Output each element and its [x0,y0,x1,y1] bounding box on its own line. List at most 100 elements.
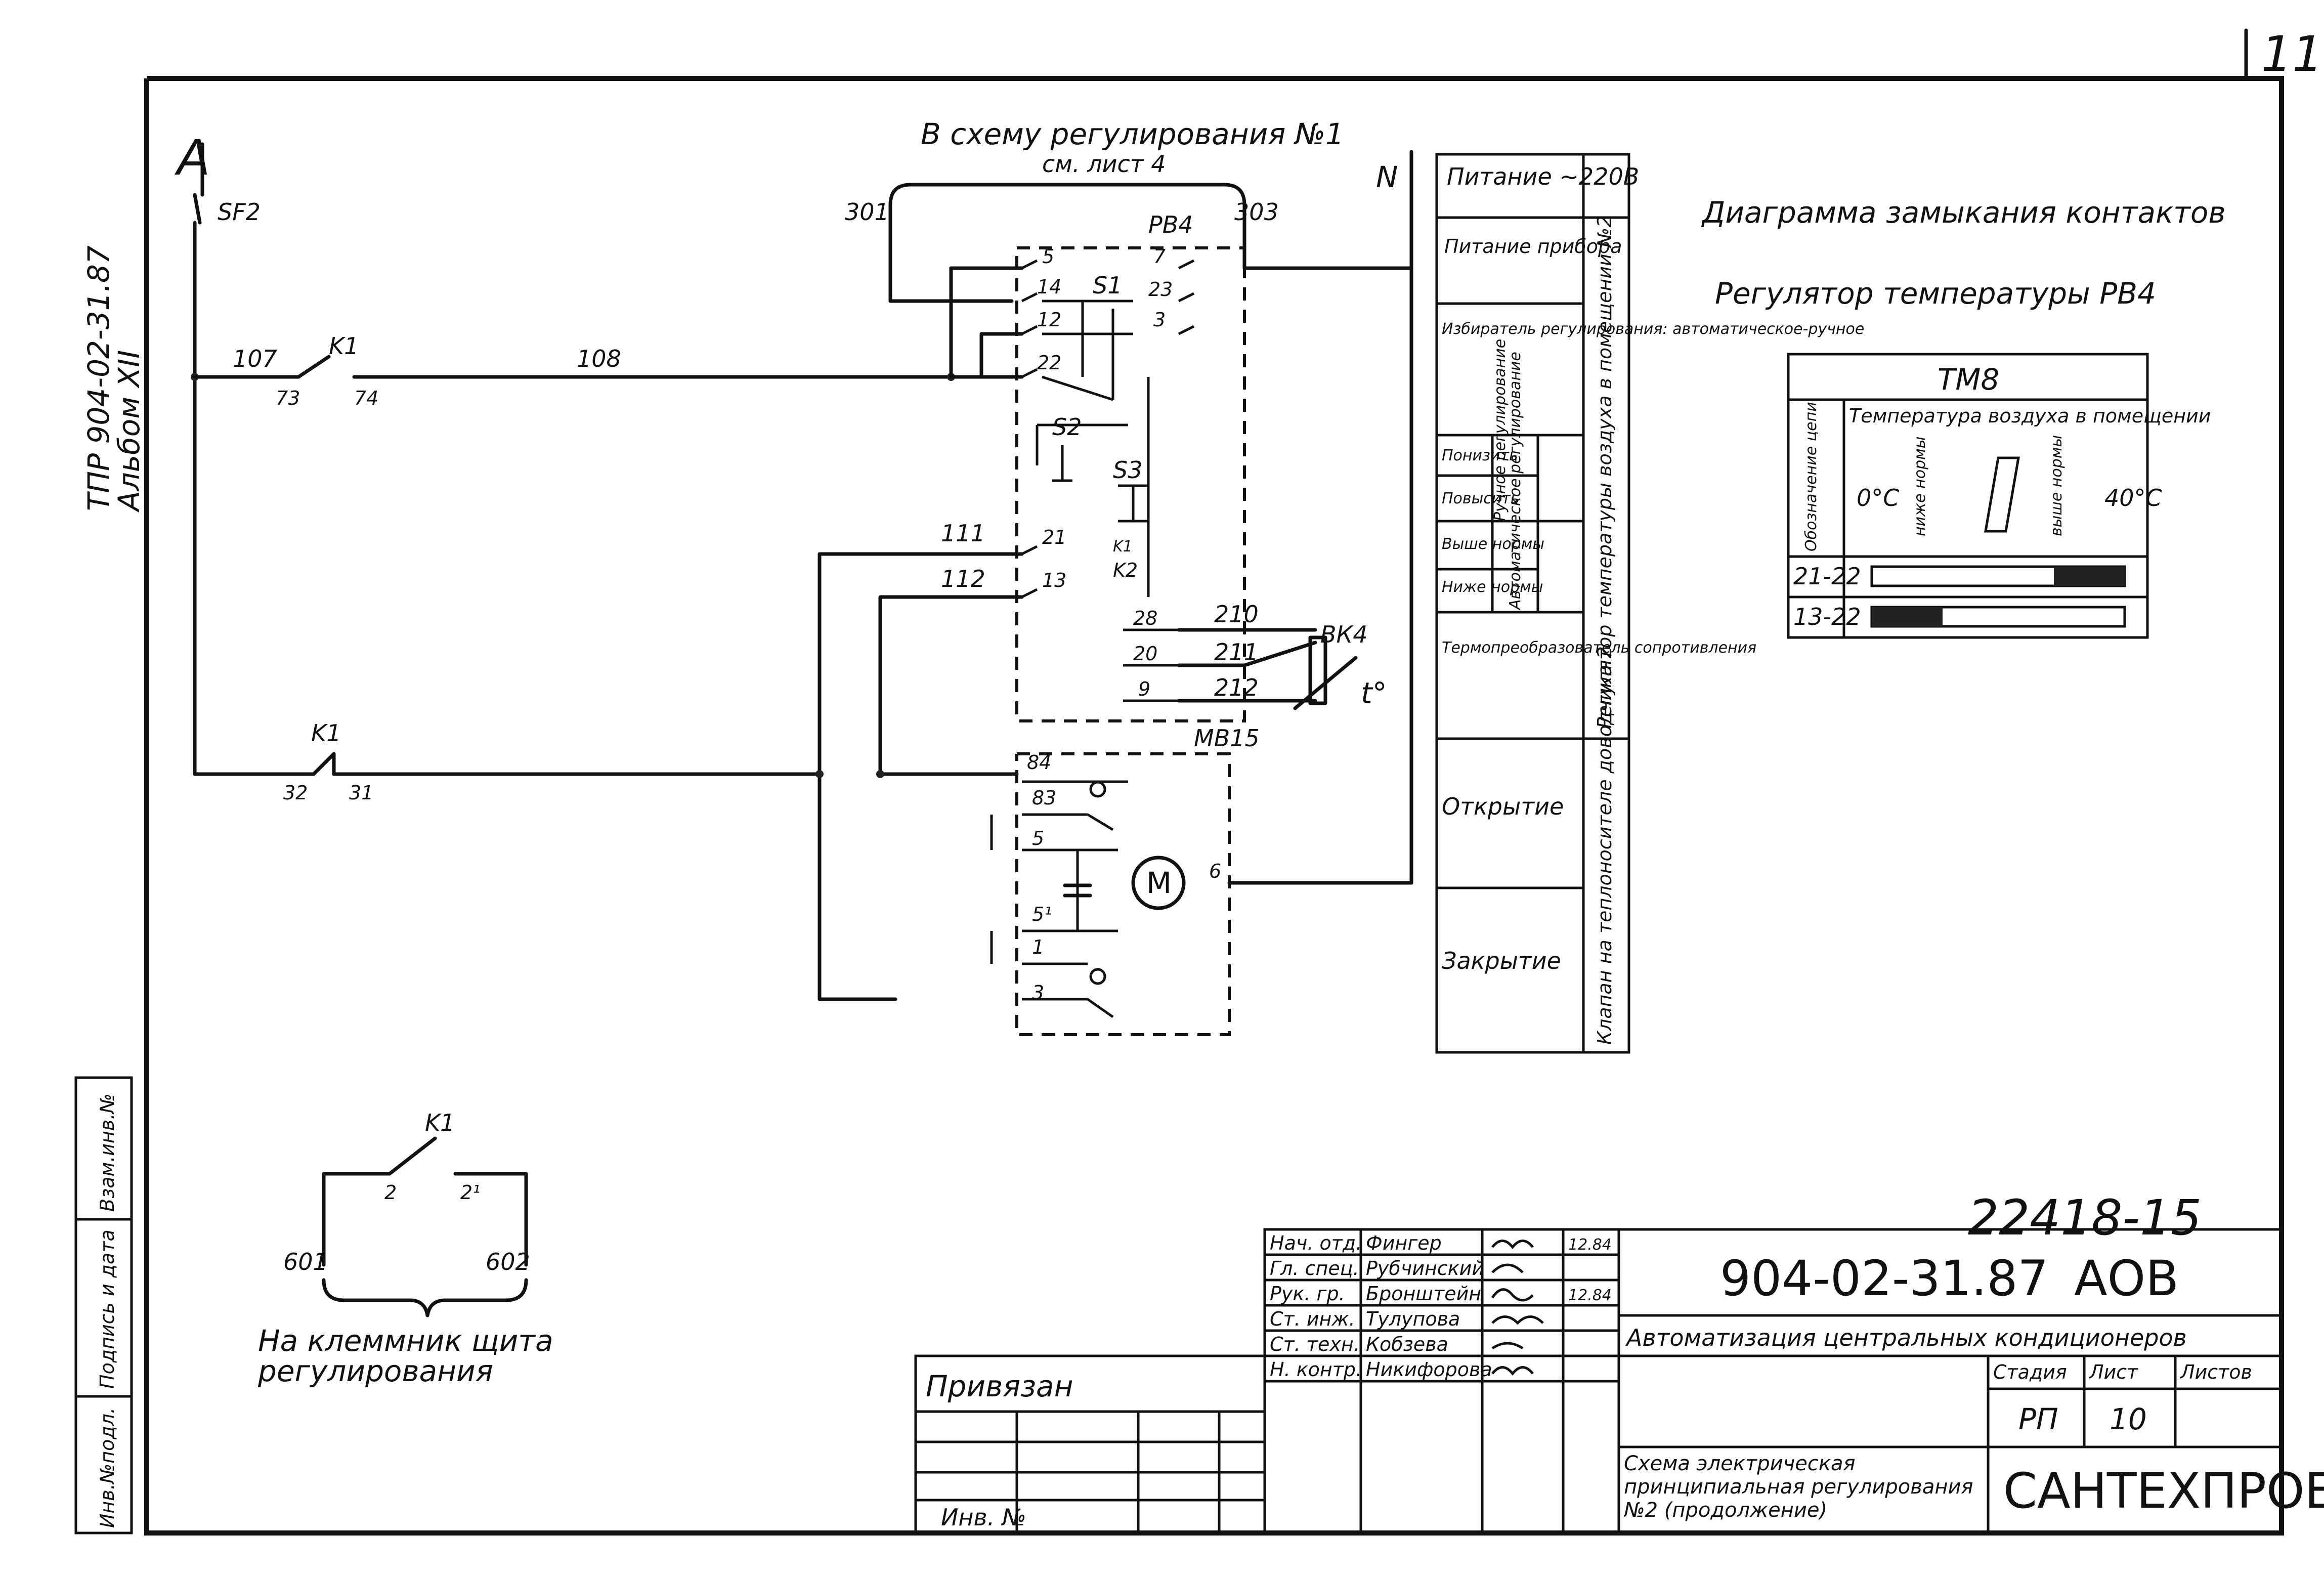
switch-s1-contacts [1042,300,1133,401]
signer-4-name: Тулупова [1366,1308,1460,1330]
legend-row-above: Выше нормы [1442,535,1544,553]
stamp-signature-date: Подпись и дата [96,1229,118,1389]
relay-k1-label-3: K1 [425,1109,455,1136]
margin-album: Альбом XII [112,350,146,513]
relay-k1-label-2: K1 [311,719,341,747]
stage-header: Стадия [1993,1361,2067,1383]
breaker-sf2-contact [193,193,202,225]
wire-number-211: 211 [1214,638,1259,666]
wire-number-602: 602 [486,1248,530,1275]
wire-number-301: 301 [845,198,889,226]
stamp-inv-replace: Взам.инв.№ [96,1093,118,1212]
legend-table: Питание ~220В Питание прибора Избиратель… [1435,153,1864,1054]
bound-label: Привязан [926,1369,1073,1403]
regulator-right-terminals: 7 23 3 [1148,245,1413,335]
margin-doc-code: ТПР 904-02-31.87 [81,245,116,511]
motor [1131,856,1186,910]
relay-k1-contact-nc [312,752,336,776]
terminal-6: 84 [1027,751,1051,774]
wire-number-107: 107 [233,345,277,372]
chain-row-1-label: 21-22 [1793,563,1861,590]
sheet-value: 10 [2110,1402,2147,1436]
relay-k1-label: K1 [329,332,359,360]
contact-table [1787,353,2149,639]
legend-row-open: Открытие [1442,793,1564,820]
legend-row-selector: Избиратель регулирования: автоматическое… [1442,320,1864,338]
terminal-13: 13 [1042,569,1066,591]
inv-no-label: Инв. № [941,1504,1026,1531]
switch-s3-label: S3 [1113,456,1142,484]
actuator-mb15-box [1015,752,1231,1036]
legend-row-device-power: Питание прибора [1444,235,1622,258]
legend-row-power: Питание ~220В [1447,163,1639,190]
relay-k2-contact-label: K2 [1113,559,1138,581]
signer-6-name: Никифорова [1366,1358,1492,1381]
signer-1-name: Фингер [1366,1232,1442,1254]
relay-k1-contact-aux [388,1136,437,1176]
scale-below: ниже нормы [1911,437,1929,536]
terminal-brace [322,1278,528,1317]
terminal-84: 2 [384,1181,397,1204]
signatures [1491,1240,1544,1376]
signer-5-role: Ст. техн. [1270,1333,1360,1355]
title-block: 22418-15 Привязан Инв. № Нач. отд. Финге… [914,1189,2324,1535]
signer-2-name: Рубчинский [1366,1257,1484,1280]
contact-diagram: Диаграмма замыкания контактов Регулятор … [1701,195,2226,639]
legend-group-valve: Клапан на теплоносителе доводчика 2 [1594,646,1616,1045]
title-brace [888,183,1246,207]
terminal-83: 2¹ [460,1181,480,1204]
legend-sub-auto: Автоматическое регулирование [1507,352,1524,611]
terminal-2-1: 1 [1032,936,1044,958]
stamp-inv-podl: Инв.№подл. [96,1408,118,1528]
legend-group-regulator: Регулятор температуры воздуха в помещени… [1594,216,1616,729]
scale-above: выше нормы [2048,435,2065,536]
doc-code: 904-02-31.87 [1720,1250,2049,1307]
switch-s2 [1036,423,1128,482]
legend-sub-manual: Ручное регулирование [1491,339,1509,521]
sheet-title-box: Схема электрическая принципиальная регул… [1624,1452,1973,1522]
regulator-left-terminals: 5 14 12 22 [949,245,1061,379]
motor-symbol: M [1146,866,1172,900]
sheets-header: Листов [2179,1361,2252,1383]
sensor-label: ВК4 [1320,621,1367,648]
breaker-label: SF2 [218,198,261,226]
wire-number-108: 108 [577,345,621,372]
signer-3-role: Рук. гр. [1270,1283,1345,1305]
archive-number: 22418-15 [1968,1189,2202,1246]
chain-row-1-closed-bar [2054,567,2125,586]
scale-min: 0°C [1857,484,1899,512]
legend-row-close: Закрытие [1442,947,1561,974]
page-number: 11 [2261,26,2323,82]
terminal-28: 28 [1133,607,1157,629]
sensor-resistor [1308,635,1327,705]
sensor-arrow [1293,656,1358,710]
contact-device: ТМ8 [1938,362,1999,397]
signer-3-date: 12.84 [1568,1287,1612,1304]
sheet-title: Схема электрическая принципиальная регул… [1624,1452,1973,1522]
chain-row-2-label: 13-22 [1793,603,1861,630]
contact-diagram-subtitle: Регулятор температуры РВ4 [1715,276,2156,311]
signer-1-date: 12.84 [1568,1236,1612,1254]
signer-4-role: Ст. инж. [1270,1308,1355,1330]
legend-row-raise: Повысить [1442,490,1519,507]
wire-601 [322,1172,392,1267]
chain-row-2-closed-bar [1872,607,1943,626]
terminal-22: 22 [1037,352,1061,374]
actuator-limit-switches [990,780,1128,1018]
switch-s3 [1118,484,1148,523]
switch-s1-label: S1 [1093,272,1122,299]
terminal-5-1: 83 [1032,787,1056,809]
stage-value: РП [2018,1402,2058,1436]
wire-number-212: 212 [1214,674,1259,701]
signer-1-role: Нач. отд. [1270,1232,1362,1254]
terminal-20: 20 [1133,643,1157,665]
signer-6-role: Н. контр. [1270,1358,1362,1381]
terminal-32: 32 [283,782,308,804]
regulator-label: РВ4 [1148,211,1193,238]
signer-5-name: Кобзева [1366,1333,1448,1355]
terminal-5: 5 [1042,245,1054,268]
legend-row-below: Ниже нормы [1442,578,1543,596]
contact-diagram-title: Диаграмма замыкания контактов [1701,195,2226,230]
contact-col-chain: Обозначение цепи [1802,402,1820,551]
phase-label: A [174,130,210,186]
